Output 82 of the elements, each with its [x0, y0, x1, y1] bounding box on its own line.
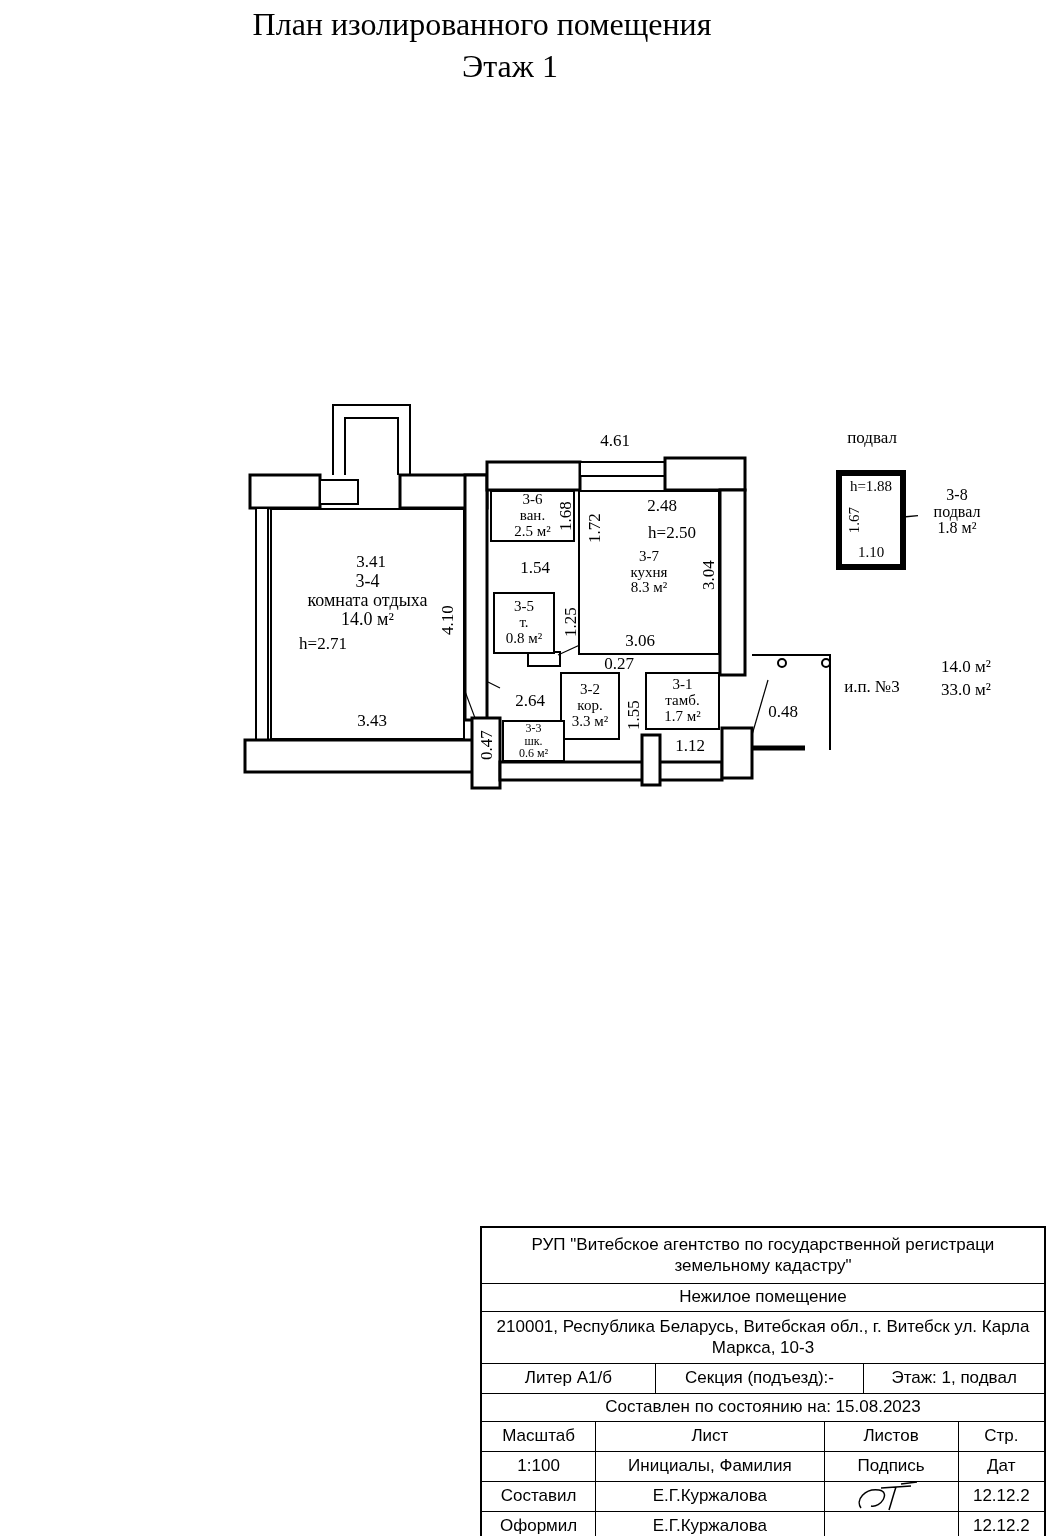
room-area	[645, 672, 720, 730]
room-area: 14.0 м²	[341, 609, 394, 629]
title-block-entry: Инициалы, Фамилия	[628, 1456, 792, 1477]
title-block-entry: Секция (подъезд):-	[685, 1368, 834, 1389]
dimension-label: 1.72	[585, 513, 603, 543]
page-title: План изолированного помещения	[251, 5, 713, 44]
area-total: 33.0 м²	[941, 680, 991, 698]
dimension-label: 1.54	[520, 558, 550, 576]
dimension-label: 3.41	[356, 552, 386, 570]
dimension-label: 1.10	[857, 544, 885, 560]
room-name: комната отдыха	[307, 590, 428, 610]
room-area: 2.5 м²	[514, 523, 551, 540]
room-area	[493, 592, 555, 654]
dimension-label: 3.43	[357, 711, 387, 729]
title-block-entry: Литер А1/б	[524, 1368, 612, 1389]
room-area	[270, 508, 465, 740]
room-number: 3-7	[639, 548, 659, 565]
title-block-entry: 12.12.2	[972, 1515, 1030, 1536]
title-block-entry: Листов	[863, 1426, 919, 1447]
room-name: тамб.	[665, 693, 700, 709]
section-heading: подвал	[847, 428, 897, 446]
leader-line	[905, 515, 919, 518]
room-number: 3-8	[946, 486, 968, 504]
room-area: 8.3 м²	[630, 580, 668, 597]
room-area	[490, 490, 575, 542]
dimension-label: 2.64	[515, 691, 545, 709]
dimension-label: 1.67	[846, 506, 862, 534]
dimension-label: 0.47	[477, 730, 495, 760]
title-block-entry: 210001, Республика Беларусь, Витебская обл., г. Витебск ул. Карла Маркса, 10-3	[495, 1317, 1031, 1358]
room-number: 3-3	[525, 722, 542, 735]
room-area: 1.7 м²	[664, 708, 701, 725]
ceiling-height: h=2.50	[648, 523, 696, 541]
title-block-entry: РУП "Витебское агентство по государственной регистраци земельному кадастру"	[530, 1235, 996, 1276]
room-area	[502, 720, 565, 762]
room-area	[578, 490, 720, 655]
title-block-entry: Нежилое помещение	[679, 1287, 847, 1308]
dimension-label: 0.27	[604, 654, 634, 672]
dimension-label: 1.55	[624, 700, 642, 730]
room-name: кор.	[577, 698, 603, 714]
title-block-entry: Е.Г.Куржалова	[652, 1486, 768, 1507]
room-number: 3-2	[580, 682, 600, 699]
floor-heading: Этаж 1	[461, 47, 559, 86]
room-area	[560, 672, 620, 740]
title-block-entry: Масштаб	[502, 1426, 575, 1447]
title-block-entry: Подпись	[857, 1456, 925, 1477]
title-block-entry: Дат	[987, 1456, 1016, 1477]
room-area: 0.8 м²	[505, 630, 543, 647]
room-area: 3.3 м²	[571, 713, 609, 730]
room-name: шк.	[524, 734, 543, 748]
dimension-label: 4.61	[600, 431, 630, 449]
title-block-entry: Стр.	[984, 1426, 1019, 1447]
room-number: 3-1	[672, 677, 693, 694]
room-name: подвал	[933, 503, 981, 521]
title-block-entry: Оформил	[500, 1515, 578, 1536]
room-name: кухня	[630, 564, 668, 581]
dimension-label: 1.25	[561, 607, 579, 637]
area-total: 14.0 м²	[941, 657, 991, 675]
room-number: 3-6	[522, 492, 543, 509]
title-block-entry: 1:100	[517, 1456, 560, 1477]
dimension-label: 1.68	[556, 501, 574, 531]
room-number: 3-5	[514, 599, 534, 616]
dimension-label: 3.06	[625, 631, 655, 649]
room-number: 3-4	[355, 572, 380, 591]
dimension-label: 4.10	[438, 605, 456, 635]
title-block-entry: Лист	[691, 1426, 729, 1447]
ceiling-height: h=1.88	[849, 478, 893, 494]
room-name: ван.	[519, 508, 546, 524]
unit-label: и.п. №3	[844, 677, 900, 695]
dimension-label: 0.48	[768, 702, 798, 720]
title-block-entry: Составлен по состоянию на: 15.08.2023	[605, 1397, 921, 1418]
title-block-entry: Этаж: 1, подвал	[891, 1368, 1017, 1389]
room-area: 1.8 м²	[937, 520, 977, 538]
room-area: 0.6 м²	[518, 747, 549, 760]
title-block-entry: 12.12.2	[972, 1486, 1030, 1507]
ceiling-height: h=2.71	[299, 634, 347, 652]
cellar-room	[836, 470, 906, 570]
room-name: т.	[519, 615, 529, 631]
dimension-label: 2.48	[647, 496, 677, 514]
title-block-entry: Е.Г.Куржалова	[652, 1515, 768, 1536]
title-block-entry: Составил	[500, 1486, 577, 1507]
dimension-label: 3.04	[699, 560, 717, 590]
dimension-label: 1.12	[675, 736, 705, 754]
